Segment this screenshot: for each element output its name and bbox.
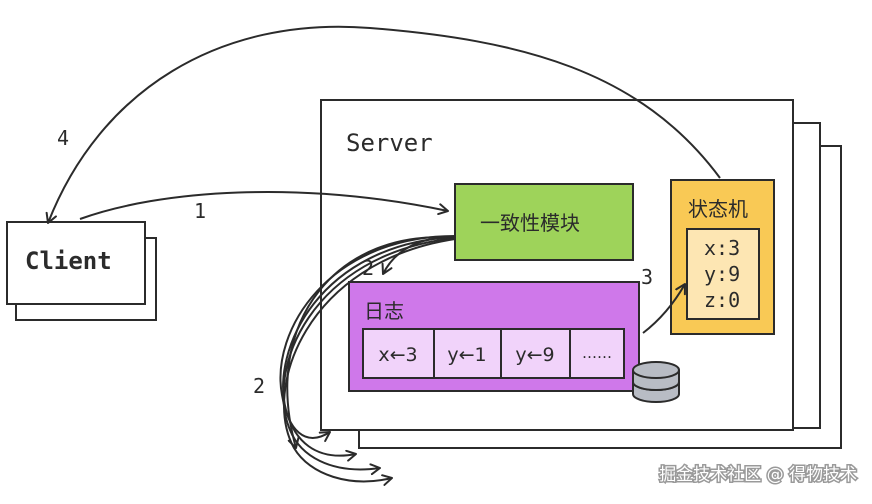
arrow-peer	[279, 235, 456, 443]
state-machine-label: 状态机	[688, 197, 748, 221]
client-label: Client	[25, 247, 112, 275]
log-entry-text: y←9	[515, 344, 554, 366]
arrow-apply	[642, 283, 686, 334]
log-entry	[569, 328, 625, 379]
server-title: Server	[346, 129, 433, 157]
consensus-label: 一致性模块	[480, 211, 580, 235]
step-apply-label: 3	[641, 265, 653, 289]
log-label: 日志	[364, 299, 404, 323]
client-box[interactable]	[6, 221, 146, 305]
arrow-request	[79, 191, 449, 220]
arrow-reply	[45, 25, 721, 224]
state-value: z:0	[704, 288, 740, 312]
step-replicate-peers-label: 2	[253, 374, 265, 398]
step-reply-label: 4	[57, 126, 69, 150]
state-value: y:9	[704, 262, 740, 286]
watermark: 掘金技术社区 @ 得物技术	[659, 465, 857, 485]
log-entry-text: ……	[582, 344, 612, 362]
log-entry-text: x←3	[378, 344, 417, 366]
state-value: x:3	[704, 236, 740, 260]
state-values-box	[686, 228, 760, 320]
log-entry-text: y←1	[447, 344, 486, 366]
arrow-peer	[283, 238, 456, 486]
step-request-label: 1	[194, 199, 206, 223]
log-entry	[500, 328, 571, 379]
database-icon	[632, 361, 680, 403]
consensus-module[interactable]	[454, 183, 634, 261]
log-entry	[362, 328, 435, 379]
